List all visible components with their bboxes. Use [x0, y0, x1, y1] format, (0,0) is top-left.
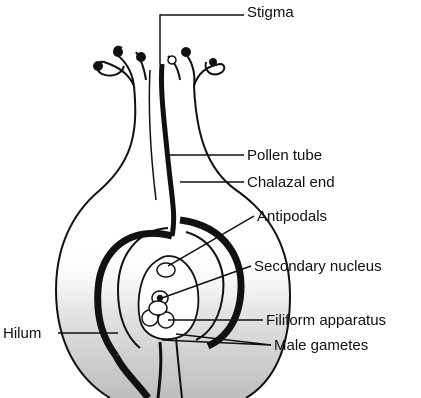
label-secondary-nucleus: Secondary nucleus — [254, 259, 382, 274]
label-antipodals: Antipodals — [257, 209, 327, 224]
pollen-tube — [161, 64, 173, 236]
label-pollen-tube: Pollen tube — [247, 148, 322, 163]
pollen-grains — [93, 47, 217, 71]
label-hilum: Hilum — [3, 326, 41, 341]
label-chalazal-end: Chalazal end — [247, 175, 335, 190]
label-filiform-apparatus: Filiform apparatus — [266, 313, 386, 328]
style-canal — [149, 70, 156, 200]
label-stigma: Stigma — [247, 5, 294, 20]
label-male-gametes: Male gametes — [274, 338, 368, 353]
ovary-wall — [40, 86, 310, 398]
